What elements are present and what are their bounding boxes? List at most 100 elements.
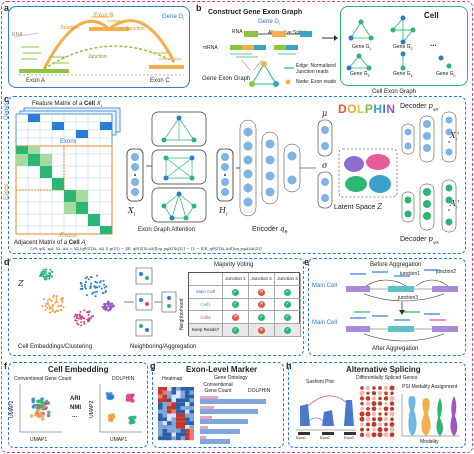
- decoder-x-network: [401, 111, 457, 163]
- cluster-point: [107, 309, 110, 312]
- cluster-point: [39, 274, 42, 277]
- hi-label: Hi: [219, 206, 228, 218]
- cluster-point: [83, 317, 86, 320]
- cluster-point: [56, 310, 59, 313]
- cluster-point: [50, 270, 53, 273]
- heatmap-cell: [180, 398, 185, 403]
- umap-point: [31, 405, 36, 409]
- matrix-dot: [383, 432, 389, 438]
- arrow-to-cell-graph: [322, 35, 338, 41]
- heatmap-cell: [189, 398, 194, 403]
- heatmap-cell: [162, 406, 167, 410]
- matrix-dot: [371, 396, 377, 401]
- cluster-point: [107, 303, 110, 306]
- cluster-point: [44, 268, 47, 271]
- cluster-point: [96, 274, 99, 277]
- table-cell: ✓: [275, 324, 301, 337]
- cluster-point: [88, 311, 91, 314]
- cluster-point: [59, 308, 62, 311]
- cluster-point: [48, 308, 51, 311]
- heatmap-cell: [189, 436, 194, 441]
- sigma-label: σ: [322, 161, 328, 170]
- cluster-point: [98, 285, 101, 288]
- matrix-dot: [360, 401, 364, 406]
- table-row: Keep Reads?✓✕✓: [189, 324, 301, 337]
- legend-edge-text: Edge: Normalized Junction reads: [296, 63, 336, 75]
- matrix-dot: [383, 406, 389, 412]
- umap-point: [46, 410, 51, 415]
- panel-letter-g: g: [150, 361, 156, 371]
- mu-label: μ: [322, 109, 328, 118]
- umap1-right: UMAP1: [110, 437, 128, 443]
- input-vector-xi: [126, 148, 144, 202]
- cluster-point: [44, 304, 47, 307]
- table-cell: ✓: [223, 298, 249, 312]
- cluster-point: [79, 317, 82, 320]
- table-cell: Junction 3: [275, 273, 301, 286]
- matrix-dot: [360, 407, 364, 411]
- go-left-label: Conventional Gene Count: [203, 382, 233, 394]
- table-cell: ✓: [249, 311, 275, 325]
- gene-exon-graph: [249, 61, 279, 87]
- cluster-point: [49, 273, 52, 276]
- heatmap-cell: [176, 425, 181, 429]
- cell-gene-2: Gene G2: [393, 44, 413, 51]
- matrix-dot: [371, 421, 377, 427]
- cell-embedding-title: Cell Embedding: [48, 365, 109, 374]
- heatmap-cell: [158, 413, 163, 418]
- cluster-point: [107, 305, 110, 308]
- umap-point: [36, 399, 40, 404]
- table-cell: Junction 1: [223, 273, 249, 286]
- cluster-point: [46, 301, 49, 304]
- matrix-dot: [359, 432, 365, 437]
- matrix-dot: [372, 417, 376, 422]
- cell-gene-4: Gene G4: [393, 71, 413, 78]
- cluster-point: [102, 303, 105, 306]
- heatmap-cell: [189, 417, 194, 422]
- heatmap-cell: [162, 417, 167, 422]
- heatmap-cell: [167, 409, 172, 414]
- junction-header: Junction 1: [225, 276, 246, 282]
- umap-left-scatter: [19, 384, 62, 433]
- cluster-point: [41, 270, 44, 273]
- cluster-point: [104, 289, 107, 292]
- neighbor-boxes: [124, 267, 177, 337]
- check-icon: ✓: [232, 327, 239, 335]
- heatmap-cell: [162, 387, 167, 391]
- decoder-x-label: Decoder pφX: [400, 102, 439, 112]
- table-cell: ✓: [275, 311, 301, 325]
- gene-g-label: Gene Gi: [162, 14, 184, 22]
- cluster-point: [83, 320, 86, 323]
- heatmap-cell: [162, 425, 167, 429]
- cluster-point: [47, 303, 50, 306]
- dolphin-letter-n: N: [386, 102, 396, 116]
- heatmap-cell: [171, 417, 176, 422]
- row-label: Cell1: [200, 301, 211, 307]
- b-transcript-diagram: [230, 31, 312, 71]
- cluster-point: [94, 295, 97, 298]
- heatmap-cell: [171, 390, 176, 395]
- heatmap-cell: [167, 406, 172, 410]
- b-alt-splicing: Alternative Splicing: [268, 30, 311, 36]
- dolphin-letter-i: I: [382, 102, 387, 116]
- umap-point: [29, 414, 34, 418]
- umap-point: [39, 398, 44, 403]
- heatmap-cell: [180, 417, 185, 422]
- go-bar-dolphin: [200, 429, 240, 434]
- cluster-point: [110, 306, 113, 309]
- heatmap-cell: [185, 394, 190, 399]
- matrix-dot: [378, 412, 382, 416]
- heatmap-cell: [162, 413, 167, 418]
- heatmap-cell: [180, 428, 185, 433]
- legend-node-text: Node: Exon reads: [296, 79, 337, 85]
- table-cell: ✕: [249, 298, 275, 312]
- cluster-point: [43, 275, 46, 278]
- check-icon: ✓: [284, 288, 291, 296]
- cluster-point: [76, 313, 79, 316]
- umap-point: [34, 413, 38, 417]
- cluster-point: [41, 304, 44, 307]
- check-icon: ✓: [258, 314, 265, 322]
- aggregation-tracks: [346, 269, 458, 342]
- cluster-point: [43, 272, 46, 275]
- cluster-point: [103, 286, 106, 289]
